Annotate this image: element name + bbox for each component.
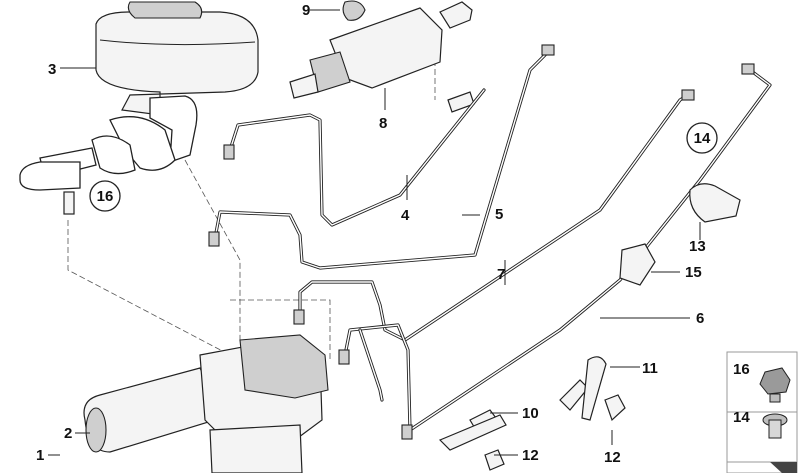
callout-labels: 1 2 3 4 5 6 7 8 9 10 11 12 12 13 15 (36, 2, 706, 466)
brake-lines (213, 50, 772, 432)
callout-11: 11 (642, 360, 658, 377)
callout-12-right: 12 (604, 449, 621, 466)
callout-7: 7 (497, 266, 505, 283)
hydraulic-unit (83, 334, 329, 473)
callout-2: 2 (64, 425, 72, 442)
callout-3: 3 (48, 61, 56, 78)
clip-parts (619, 183, 741, 286)
callout-5: 5 (495, 206, 503, 223)
clip-nut-icon (759, 367, 791, 403)
brackets-and-clips (438, 356, 626, 471)
assembly-guide-lines (67, 60, 436, 360)
callout-14: 14 (694, 130, 711, 147)
parts-legend: 16 14 (726, 351, 798, 473)
circled-callouts: 14 16 (89, 122, 718, 212)
callout-circle-16 (89, 180, 121, 212)
callout-6: 6 (696, 310, 704, 327)
callout-15: 15 (685, 264, 702, 281)
pipe-fittings (208, 44, 755, 440)
callout-circle-14 (686, 122, 718, 154)
callout-13: 13 (689, 238, 706, 255)
reservoir-hoses (19, 95, 198, 215)
callout-9: 9 (302, 2, 310, 19)
callout-4: 4 (401, 207, 410, 224)
brake-fluid-reservoir (95, 1, 259, 116)
leader-lines (48, 9, 701, 456)
legend-label-16: 16 (733, 361, 750, 378)
callout-1: 1 (36, 447, 44, 464)
callout-12-left: 12 (522, 447, 539, 464)
callout-16: 16 (97, 188, 114, 205)
brake-pressure-cylinder (289, 0, 475, 113)
bolt-icon (762, 413, 788, 439)
corner-marker-icon (770, 462, 797, 473)
legend-label-14: 14 (733, 409, 750, 426)
callout-8: 8 (379, 115, 387, 132)
callout-10: 10 (522, 405, 539, 422)
